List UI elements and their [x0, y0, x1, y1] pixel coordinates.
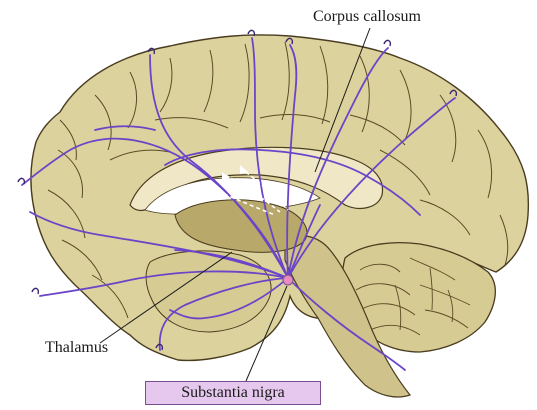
substantia-nigra-dot	[283, 275, 293, 285]
substantia-nigra-label: Substantia nigra	[145, 381, 321, 405]
thalamus-label: Thalamus	[45, 340, 108, 356]
corpus-callosum-label: Corpus callosum	[313, 9, 421, 25]
